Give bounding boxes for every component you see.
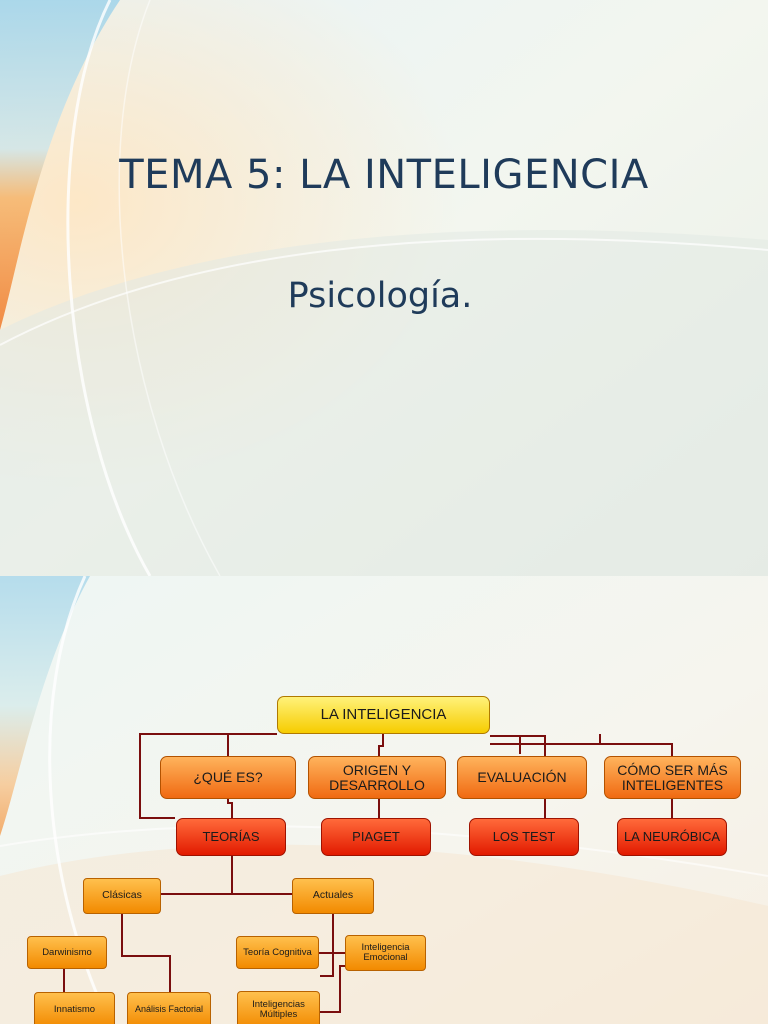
sub-inteligencia-emocional: Inteligencia Emocional (345, 935, 426, 971)
slide-title: TEMA 5: LA INTELIGENCIA (119, 152, 649, 198)
concept-map-slide: LA INTELIGENCIA ¿QUÉ ES? ORIGEN Y DESARR… (0, 576, 768, 1024)
leaf-piaget: PIAGET (321, 818, 431, 856)
branch-evaluacion: EVALUACIÓN (457, 756, 587, 799)
leaf-teorias: TEORÍAS (176, 818, 286, 856)
sub-analisis-factorial: Análisis Factorial (127, 992, 211, 1024)
sub-clasicas: Clásicas (83, 878, 161, 914)
title-slide: TEMA 5: LA INTELIGENCIA Psicología. (0, 0, 768, 576)
slide-background (0, 0, 768, 576)
sub-inteligencias-multiples: Inteligencias Múltiples (237, 991, 320, 1024)
branch-como-ser-mas-inteligentes: CÓMO SER MÁS INTELIGENTES (604, 756, 741, 799)
leaf-los-test: LOS TEST (469, 818, 579, 856)
sub-teoria-cognitiva: Teoría Cognitiva (236, 936, 319, 969)
sub-darwinismo: Darwinismo (27, 936, 107, 969)
branch-origen-desarrollo: ORIGEN Y DESARROLLO (308, 756, 446, 799)
sub-actuales: Actuales (292, 878, 374, 914)
root-la-inteligencia: LA INTELIGENCIA (277, 696, 490, 734)
sub-innatismo: Innatismo (34, 992, 115, 1024)
branch-que-es: ¿QUÉ ES? (160, 756, 296, 799)
leaf-la-neurobica: LA NEURÓBICA (617, 818, 727, 856)
slide-subtitle: Psicología. (287, 276, 473, 316)
